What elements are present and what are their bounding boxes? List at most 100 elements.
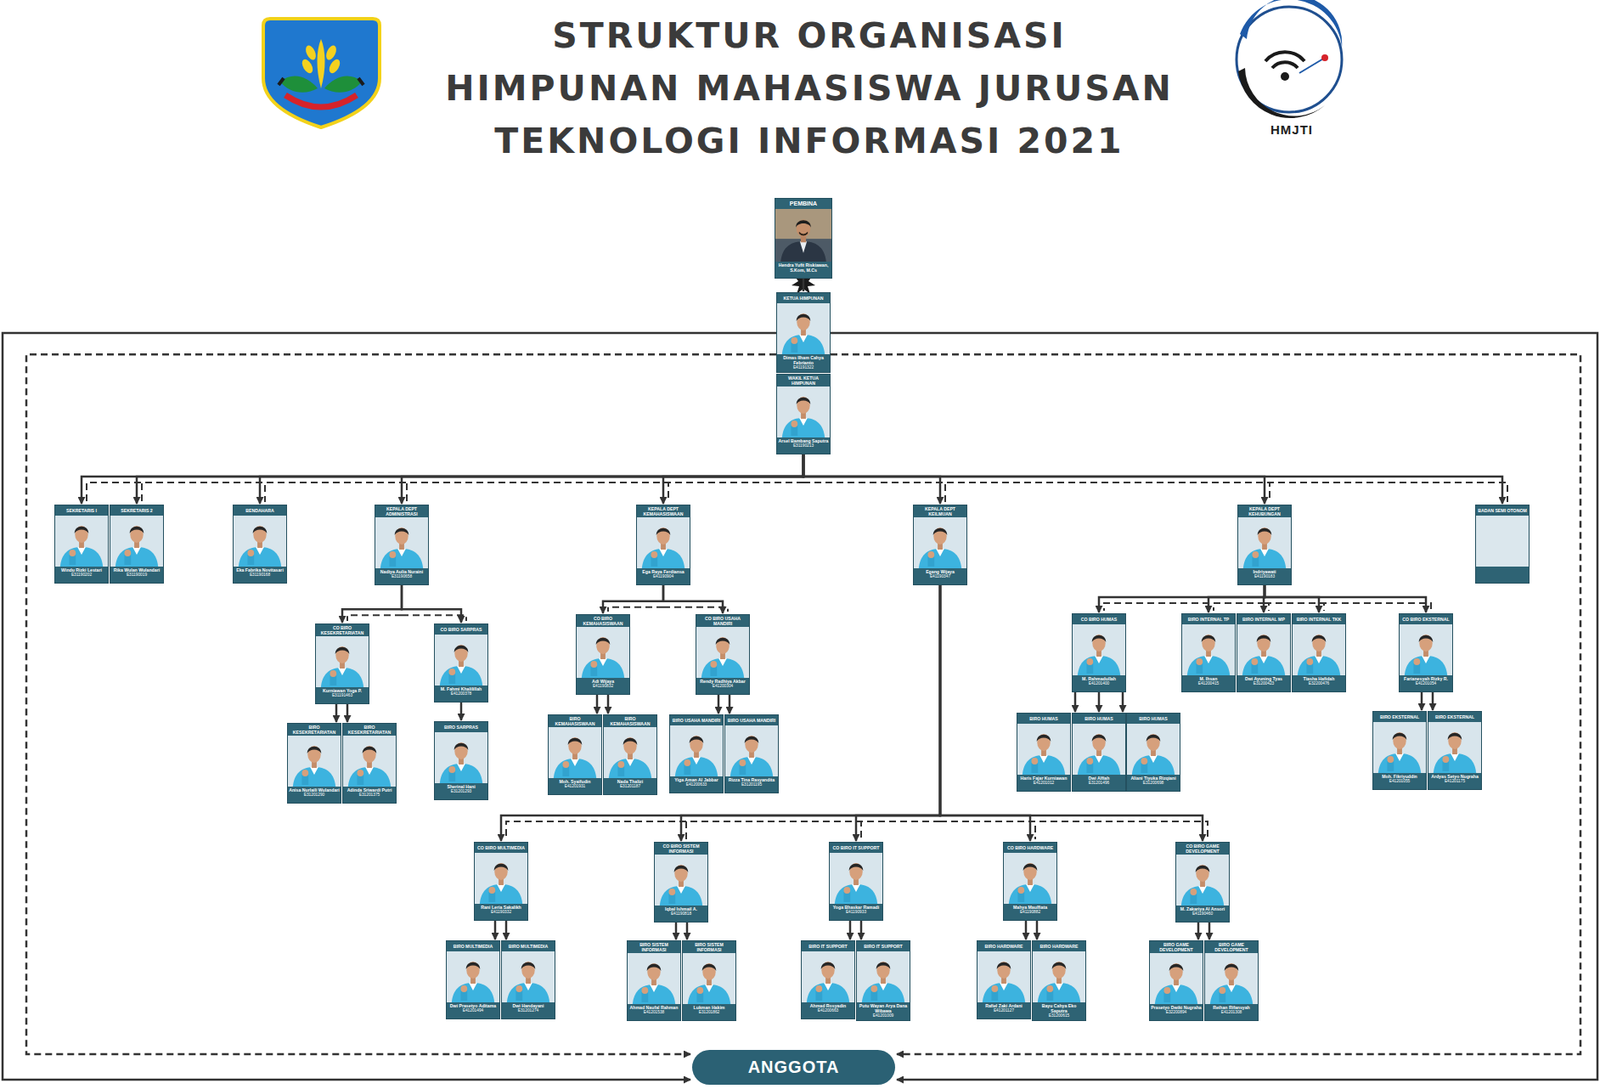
member-id: E41200633: [670, 782, 722, 788]
connector: [663, 585, 728, 614]
member-name: Rika Wulan Wulandari: [111, 567, 163, 573]
connector: [861, 920, 862, 940]
member-name: Sherinal Hani: [435, 783, 487, 789]
photo: [1428, 721, 1482, 773]
person-card: BIRO HUMASDwi AlfiahE31201496: [1071, 712, 1127, 792]
connector: [1036, 920, 1038, 940]
role-title: BIRO HARDWARE: [977, 940, 1031, 952]
member-pill: ANGGOTA: [692, 1049, 896, 1085]
solid-line: [663, 585, 723, 614]
role-title: KEPALA DEPT KEILMUAN: [913, 505, 967, 518]
horn: [278, 78, 364, 85]
member-id: E41200304: [697, 683, 749, 689]
solid-line: [602, 585, 664, 614]
name-band: Rika Wulan WulandariE31190019: [110, 566, 164, 583]
member-name: Indriyawati: [1239, 569, 1291, 575]
person-card: SEKRETARIS IWindu Rizki LestariE31190202: [54, 504, 109, 584]
person-card: BADAN SEMI OTONOM: [1475, 504, 1530, 584]
name-band: Reihan RifansyahE41201308: [1205, 1003, 1258, 1020]
name-band: Hendra Yufit Riskiawan, S.Kom, M.Cs: [775, 261, 832, 278]
swoosh: [1238, 67, 1325, 119]
solid-line: [1025, 920, 1028, 940]
person-card: BIRO GAME DEVELOPMENTPrasetyo Dwiki Nugr…: [1149, 940, 1204, 1021]
role-title: BIRO HUMAS: [1017, 713, 1071, 724]
member-name: M. Ihsan: [1183, 676, 1234, 682]
connector: [729, 694, 731, 714]
photo: [434, 634, 488, 686]
name-band: Dimas Ilham Cahya FebriantoE41191322: [777, 354, 830, 372]
person-card: BIRO INTERNAL TKKTiasha HafidahE32200476: [1291, 613, 1347, 693]
connector: [401, 585, 467, 623]
connector: [1421, 692, 1423, 710]
solid-line: [460, 702, 463, 721]
connector: [401, 454, 804, 504]
role-title: CO BIRO KESEKRETARIATAN: [315, 624, 369, 637]
member-id: E41191322: [777, 365, 829, 371]
connector: [81, 454, 804, 504]
name-band: Dwi HandayaniE31201274: [501, 1002, 555, 1019]
role-title: KETUA HIMPUNAN: [777, 292, 830, 304]
member-name: M. Zakariya Al Ansori: [1177, 906, 1229, 912]
name-band: M. IhsanE41200415: [1182, 675, 1235, 692]
shield: [263, 18, 380, 128]
member-id: E31190019: [111, 572, 163, 578]
dashed-line: [506, 821, 941, 840]
solid-line: [849, 920, 852, 940]
member-id: E31190213: [777, 443, 829, 449]
role-title: CO BIRO USAHA MANDIRI: [696, 614, 750, 627]
role-title: CO BIRO IT SUPPORT: [829, 842, 883, 853]
solid-line: [335, 704, 339, 722]
member-name: Moh. Fikriyuddin: [1374, 773, 1426, 779]
dashed-line: [141, 482, 804, 502]
name-band: Haris Fajar KurniawanE41201012: [1017, 774, 1071, 791]
photo: [775, 208, 832, 262]
member-id: E31200423: [1238, 681, 1290, 687]
photo: [670, 725, 723, 777]
name-band: IndriyawatiE41190183: [1238, 568, 1291, 585]
photo: [603, 726, 657, 778]
photo: [654, 854, 708, 906]
photo: [636, 517, 690, 569]
photo: [1176, 854, 1229, 906]
member-id: E31191463: [316, 692, 368, 699]
role-title: BIRO INTERNAL TKK: [1292, 614, 1346, 625]
member-name: Nada Thalizi: [604, 778, 656, 784]
role-title: CO BIRO KEMAHASISWAAN: [576, 614, 630, 627]
solid-line: [803, 454, 1503, 504]
name-band: Moh. SyaifudinE41201931: [548, 777, 602, 795]
name-band: Eka Fabrika NovitasariE31190168: [233, 566, 287, 583]
leaf: [280, 76, 318, 93]
connector: [856, 585, 941, 841]
member-name: Dwi Alfiah: [1073, 775, 1125, 781]
person-card: PEMBINAHendra Yufit Riskiawan, S.Kom, M.…: [774, 197, 833, 279]
photo: [474, 852, 528, 904]
person-card: BIRO MULTIMEDIADwi Prasetyo AditamaE4120…: [445, 940, 501, 1020]
solid-line: [856, 585, 941, 841]
member-id: E41190347: [914, 574, 966, 580]
connector: [681, 585, 941, 841]
dashed-line: [803, 482, 1270, 502]
name-band: Lukman HakimE31201862: [682, 1003, 736, 1020]
member-name: Bayu Cahya Eko Saputra: [1033, 1002, 1085, 1014]
photo: [446, 951, 500, 1003]
solid-line: [596, 694, 599, 714]
dashed-line: [608, 607, 664, 612]
person-card: CO BIRO KESEKRETARIATANKurniawan Yoga P.…: [315, 623, 370, 705]
hmjti-logo: [1236, 0, 1342, 119]
solid-line: [346, 704, 350, 722]
swoosh: [1239, 0, 1342, 48]
name-band: Moh. FikriyuddinE41201055: [1373, 772, 1426, 789]
connector: [803, 454, 946, 504]
member-id: E31201195: [726, 782, 778, 788]
person-card: BIRO SISTEM INFORMASILukman HakimE312018…: [681, 940, 737, 1021]
photo: [1237, 624, 1291, 676]
solid-line: [1208, 585, 1265, 613]
solid-line: [1208, 922, 1212, 940]
role-title: BIRO KESEKRETARIATAN: [287, 723, 341, 736]
solid-line: [342, 585, 402, 623]
name-band: Nadiya Aulia NurainiE31190658: [375, 568, 429, 585]
member-id: E41200663: [802, 1008, 854, 1014]
solid-line: [494, 920, 497, 940]
solid-line: [681, 585, 941, 841]
solid-line: [1036, 920, 1039, 940]
